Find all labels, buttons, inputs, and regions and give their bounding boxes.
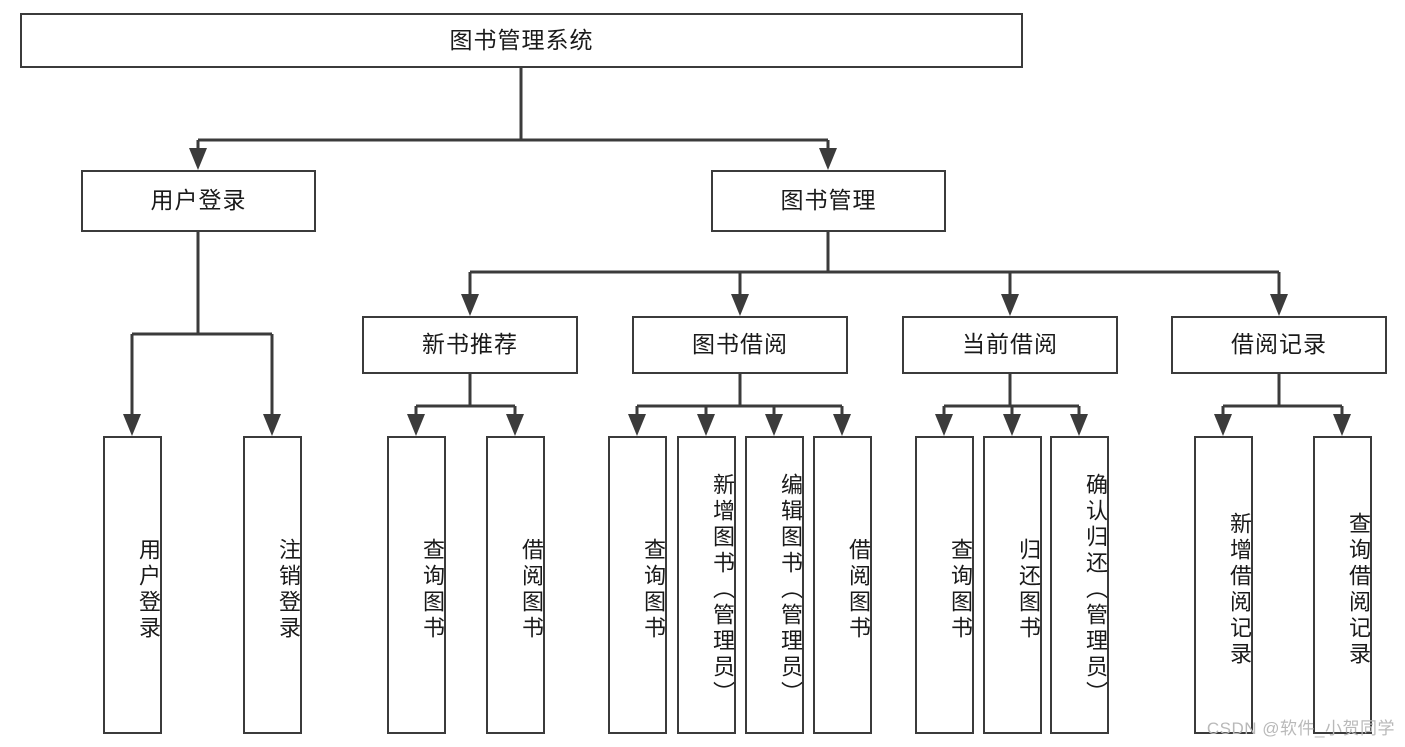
node-label: 图书管理 [780,187,877,214]
node-label: 新书推荐 [422,331,518,358]
node-leaf-add-record[interactable]: 新增借阅记录 [1194,436,1253,734]
node-label: 归还图书 [1016,538,1041,642]
node-label: 当前借阅 [962,331,1058,358]
node-leaf-query-record[interactable]: 查询借阅记录 [1313,436,1372,734]
node-label: 编辑图书（管理员） [778,473,803,707]
edges-root [189,68,837,170]
node-leaf-borrow-book-1[interactable]: 借阅图书 [486,436,545,734]
watermark: CSDN @软件_小贺同学 [1206,719,1395,738]
edges-user-login [123,232,281,436]
node-leaf-borrow-book-2[interactable]: 借阅图书 [813,436,872,734]
node-label: 图书借阅 [692,331,788,358]
edges-new-book [407,374,524,436]
node-label: 图书管理系统 [449,26,594,53]
edges-book-manage [461,232,1288,316]
node-label: 注销登录 [276,538,301,642]
node-label: 新增借阅记录 [1227,512,1252,668]
edges-borrow-record [1214,374,1351,436]
node-label: 查询图书 [420,538,445,642]
edges-book-borrow [628,374,851,436]
node-leaf-add-book[interactable]: 新增图书（管理员） [677,436,736,734]
node-label: 查询图书 [948,538,973,642]
node-leaf-query-book-2[interactable]: 查询图书 [608,436,667,734]
node-label: 新增图书（管理员） [710,473,735,707]
node-label: 借阅图书 [519,538,544,642]
node-leaf-return-book[interactable]: 归还图书 [983,436,1042,734]
node-current-borrow[interactable]: 当前借阅 [902,316,1118,374]
node-label: 确认归还（管理员） [1083,473,1108,707]
node-label: 查询借阅记录 [1346,512,1371,668]
node-leaf-confirm-return[interactable]: 确认归还（管理员） [1050,436,1109,734]
node-label: 用户登录 [136,538,161,642]
node-label: 借阅图书 [846,538,871,642]
node-label: 借阅记录 [1231,331,1327,358]
node-user-login[interactable]: 用户登录 [81,170,316,232]
node-new-book-recommend[interactable]: 新书推荐 [362,316,578,374]
node-label: 用户登录 [150,187,247,214]
edges-current-borrow [935,374,1088,436]
node-leaf-user-login[interactable]: 用户登录 [103,436,162,734]
node-leaf-edit-book[interactable]: 编辑图书（管理员） [745,436,804,734]
node-book-borrow[interactable]: 图书借阅 [632,316,848,374]
node-leaf-query-book-1[interactable]: 查询图书 [387,436,446,734]
node-label: 查询图书 [641,538,666,642]
node-book-manage[interactable]: 图书管理 [711,170,946,232]
node-borrow-record[interactable]: 借阅记录 [1171,316,1387,374]
node-root[interactable]: 图书管理系统 [20,13,1023,68]
node-leaf-logout[interactable]: 注销登录 [243,436,302,734]
node-leaf-query-book-3[interactable]: 查询图书 [915,436,974,734]
